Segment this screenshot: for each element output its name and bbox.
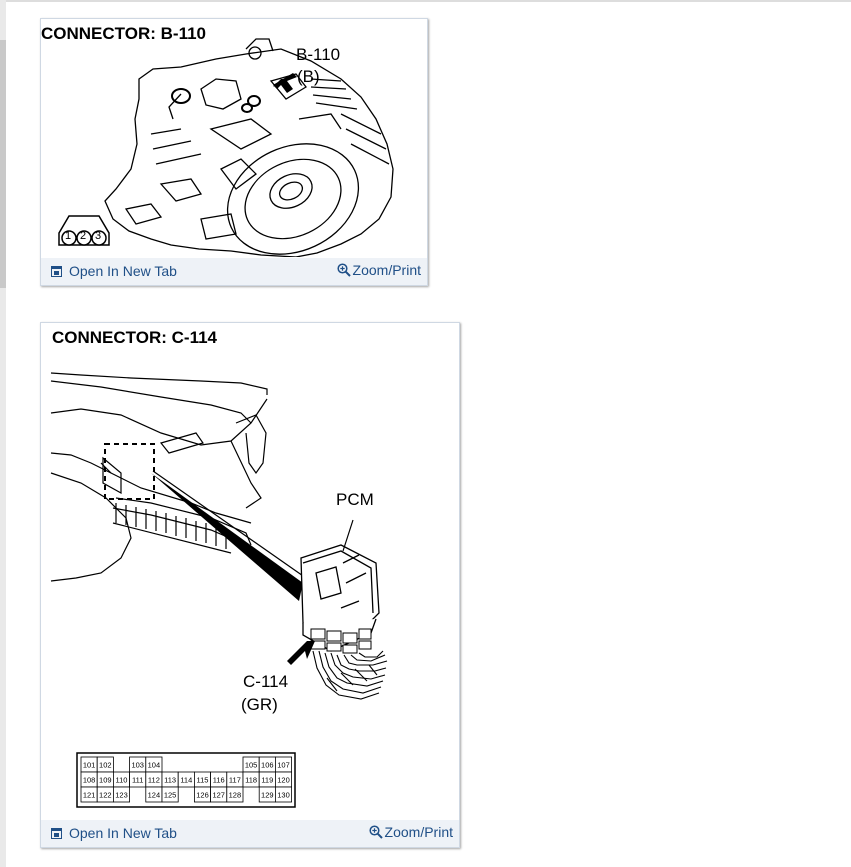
connector-label: B-110 — [296, 45, 341, 64]
pin-number: 109 — [99, 776, 112, 785]
pin-number: 123 — [115, 791, 128, 800]
pin-number: 117 — [229, 776, 241, 785]
pin-cell — [274, 786, 292, 803]
scrollbar-thumb[interactable] — [0, 40, 6, 288]
zoom-in-icon — [368, 825, 383, 839]
pin-number: 110 — [116, 776, 128, 785]
connector-color-label: (GR) — [241, 695, 278, 714]
pin-number: 111 — [132, 776, 143, 785]
pin-number: 124 — [148, 791, 161, 800]
card-footer: Open In New Tab Zoom/Print — [41, 258, 427, 285]
pin-number: 126 — [196, 791, 209, 800]
pin-number: 106 — [261, 761, 274, 770]
open-in-new-tab-label: Open In New Tab — [69, 825, 177, 841]
pin-number: 101 — [83, 761, 96, 770]
pin-number: 116 — [213, 776, 225, 785]
pin-number: 102 — [99, 761, 112, 770]
module-label: PCM — [336, 490, 374, 509]
connector-label: C-114 — [243, 672, 289, 691]
zoom-in-icon — [336, 263, 351, 277]
pin-number: 122 — [99, 791, 112, 800]
zoom-print-link[interactable]: Zoom/Print — [336, 262, 421, 278]
transmission-diagram — [58, 38, 394, 257]
zoom-print-label: Zoom/Print — [384, 824, 453, 840]
pin-number: 118 — [245, 776, 257, 785]
open-in-new-tab-icon — [51, 827, 62, 839]
pin-cell — [161, 786, 179, 803]
pin-label-3: 3 — [95, 230, 102, 242]
pin-number: 128 — [229, 791, 242, 800]
open-in-new-tab-link[interactable]: Open In New Tab — [51, 825, 177, 841]
pin-number: 119 — [261, 776, 273, 785]
pin-number: 112 — [148, 776, 160, 785]
connector-title: CONNECTOR: C-114 — [52, 328, 217, 347]
pin-number: 115 — [197, 776, 209, 785]
pin-number: 121 — [83, 791, 96, 800]
pin-label-1: 1 — [65, 230, 72, 242]
pin-number: 107 — [277, 761, 290, 770]
window-top-border — [0, 0, 851, 2]
pin-label-2: 2 — [80, 230, 87, 242]
pin-number: 125 — [164, 791, 177, 800]
pin-number: 130 — [277, 791, 290, 800]
open-in-new-tab-icon — [51, 265, 62, 277]
pin-cell — [226, 786, 244, 803]
connector-title: CONNECTOR: B-110 — [41, 24, 206, 43]
zoom-print-link[interactable]: Zoom/Print — [368, 824, 453, 840]
connector-card-c114: CONNECTOR: C-114 — [40, 322, 460, 848]
card-footer: Open In New Tab Zoom/Print — [41, 820, 459, 847]
open-in-new-tab-label: Open In New Tab — [69, 263, 177, 279]
scrollbar-track[interactable] — [0, 0, 6, 867]
open-in-new-tab-link[interactable]: Open In New Tab — [51, 263, 177, 279]
connector-card-b110: CONNECTOR: B-110 — [40, 18, 428, 286]
pin-number: 120 — [277, 776, 290, 785]
pin-number: 127 — [212, 791, 225, 800]
connector-color-label: (B) — [297, 67, 320, 86]
pin-number: 108 — [83, 776, 96, 785]
pin-number: 104 — [148, 761, 161, 770]
pin-number: 113 — [164, 776, 176, 785]
pin-number: 105 — [245, 761, 258, 770]
zoom-print-label: Zoom/Print — [352, 262, 421, 278]
pin-cell — [113, 786, 131, 803]
pin-number: 103 — [131, 761, 144, 770]
dashboard-pcm-diagram — [50, 372, 388, 700]
pin-number: 129 — [261, 791, 274, 800]
pin-number: 114 — [180, 776, 192, 785]
